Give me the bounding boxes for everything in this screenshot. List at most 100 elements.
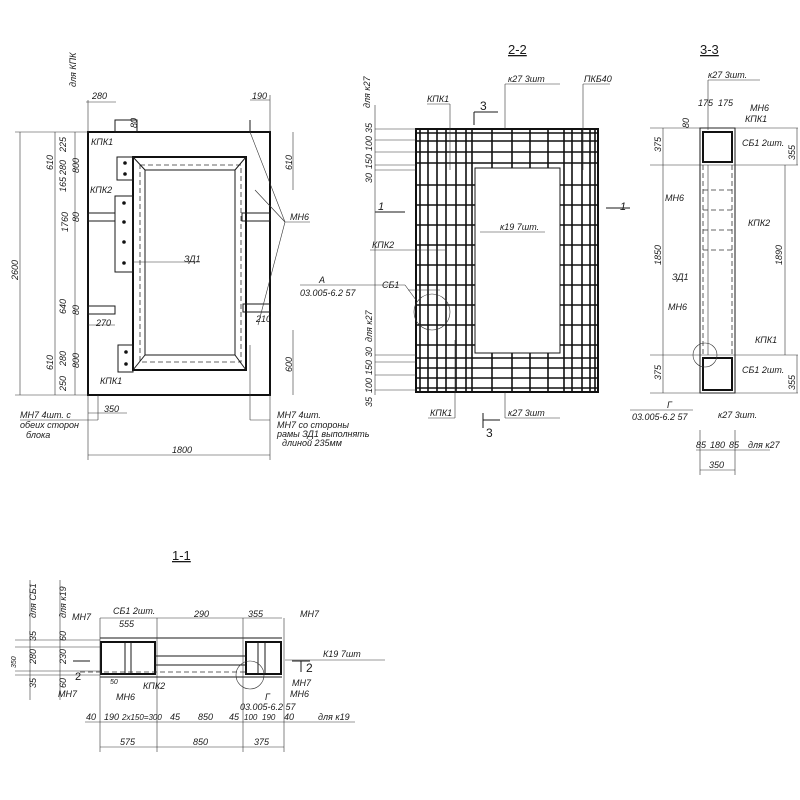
dim-375: 375 <box>653 136 663 152</box>
dim: 100 <box>364 378 374 393</box>
cut-marker-3: 3 <box>480 99 487 113</box>
for-k19: для к19 <box>58 586 68 618</box>
label-mn6-top: МН6 <box>750 103 769 113</box>
label-k27-top: к27 3шт <box>508 74 545 84</box>
for-k27: для к27 <box>748 440 781 450</box>
block-section <box>699 127 736 394</box>
dim: 850 <box>198 712 213 722</box>
label-kpk1-low: КПК1 <box>755 335 777 345</box>
label-kpk1-bottom: КПК1 <box>430 408 452 418</box>
dim: 100 <box>244 713 258 722</box>
section-title: 2-2 <box>508 42 527 57</box>
section-2-2: 2-2 3 3 1 1 к27 3шт ПКБ40 КПК1 к19 7шт. … <box>300 42 630 440</box>
for-sb1: для СБ1 <box>28 583 38 618</box>
dim: 230 <box>58 649 68 665</box>
plate-mn6 <box>242 303 271 313</box>
cut-marker-1: 1 <box>620 201 626 213</box>
dim-270: 270 <box>95 318 111 328</box>
dim: 45 <box>229 712 240 722</box>
label-mn7: МН7 <box>58 689 78 699</box>
label-kpk1-top: КПК1 <box>91 137 113 147</box>
dim-85: 85 <box>696 440 707 450</box>
frame-dashed <box>139 164 242 363</box>
label-k19: к19 7шт. <box>500 222 539 232</box>
dim: 190 <box>104 712 119 722</box>
label-mn7: МН7 <box>300 609 320 619</box>
dim: 280 <box>28 649 38 665</box>
dim: 40 <box>284 712 294 722</box>
label-zd1: ЗД1 <box>184 254 201 264</box>
dim-225: 225 <box>58 136 68 153</box>
label-kpk1-bottom: КПК1 <box>100 376 122 386</box>
section-title: 1-1 <box>172 548 191 563</box>
cage-opening <box>474 167 561 354</box>
detail-a: А <box>318 275 325 285</box>
dim: 2x150=300 <box>121 713 162 722</box>
dim-355: 355 <box>787 144 797 160</box>
label-pkb40: ПКБ40 <box>584 74 612 84</box>
label-k27-bottom: к27 3шт <box>508 408 545 418</box>
dim-610b: 610 <box>284 155 294 170</box>
dim-280b: 280 <box>58 160 68 176</box>
dim: 60 <box>58 631 68 641</box>
dim-355: 355 <box>787 374 797 390</box>
detail-ref: 03.005-6.2 57 <box>240 702 297 712</box>
label-kpk2: КПК2 <box>143 681 165 691</box>
dim-355: 355 <box>248 609 264 619</box>
dim-555: 555 <box>119 619 135 629</box>
dim: 35 <box>28 630 38 641</box>
dim-2600: 2600 <box>10 260 20 281</box>
dim-210: 210 <box>255 314 271 324</box>
cut-marker-3: 3 <box>486 426 493 440</box>
cut-marker-2: 2 <box>75 671 81 683</box>
dim-800b: 800 <box>71 353 81 368</box>
note-right: МН7 4шт. <box>277 410 321 420</box>
dim-1800: 1800 <box>172 445 192 455</box>
dim-800: 800 <box>71 158 81 173</box>
label-mn6: МН6 <box>290 689 309 699</box>
dim: 190 <box>262 713 276 722</box>
dim-350: 350 <box>104 404 119 414</box>
plate-mn6 <box>87 305 116 315</box>
detail-g: Г <box>265 692 271 702</box>
dim-375: 375 <box>653 364 663 380</box>
dim: 45 <box>170 712 181 722</box>
label-k19: К19 7шт <box>323 649 361 659</box>
dim: 50 <box>110 679 118 686</box>
block-outline <box>87 131 271 396</box>
dim-80b: 80 <box>71 212 81 222</box>
note-left: МН7 4шт. с <box>20 410 71 420</box>
dim: 60 <box>58 678 68 688</box>
detail-g: Г <box>667 400 673 410</box>
note-right: МН7 со стороны <box>277 420 349 430</box>
dim-85: 85 <box>729 440 740 450</box>
frame-corner <box>234 156 247 171</box>
dim-280: 280 <box>91 91 107 101</box>
label-mn6-low: МН6 <box>668 302 687 312</box>
detail-circle-g <box>235 660 265 690</box>
dim-600: 600 <box>284 357 294 372</box>
label-kpk1-top: КПК1 <box>745 114 767 124</box>
dim-165: 165 <box>58 176 68 192</box>
detail-circle-a <box>413 293 451 331</box>
label-k27-bottom: к27 3шт. <box>718 410 757 420</box>
cut-marker-2: 2 <box>306 661 313 675</box>
section-3-3: 3-3 к27 3шт. 175 175 МН6 КПК1 СБ1 2шт. 8… <box>630 42 798 475</box>
dim: 375 <box>254 737 270 747</box>
label-mn7: МН7 <box>72 612 92 622</box>
dim-350: 350 <box>709 460 724 470</box>
for-k27: для к27 <box>362 75 372 108</box>
label-kpk2: КПК2 <box>748 218 770 228</box>
dim: 150 <box>364 154 374 169</box>
opening <box>144 169 236 356</box>
plate-kpk1-top <box>116 156 134 181</box>
label-sb1: СБ1 <box>382 280 399 290</box>
for-k19: для к19 <box>318 712 350 722</box>
section-1-1: 1-1 для СБ1 для к19 МН7 СБ1 2шт. 555 290… <box>11 548 385 752</box>
label-sb1: СБ1 2шт. <box>113 606 155 616</box>
dim-610: 610 <box>45 155 55 170</box>
dim: 30 <box>364 347 374 357</box>
note-left: обеих сторон <box>20 420 79 430</box>
label-kpk1-top: КПК1 <box>427 94 449 104</box>
